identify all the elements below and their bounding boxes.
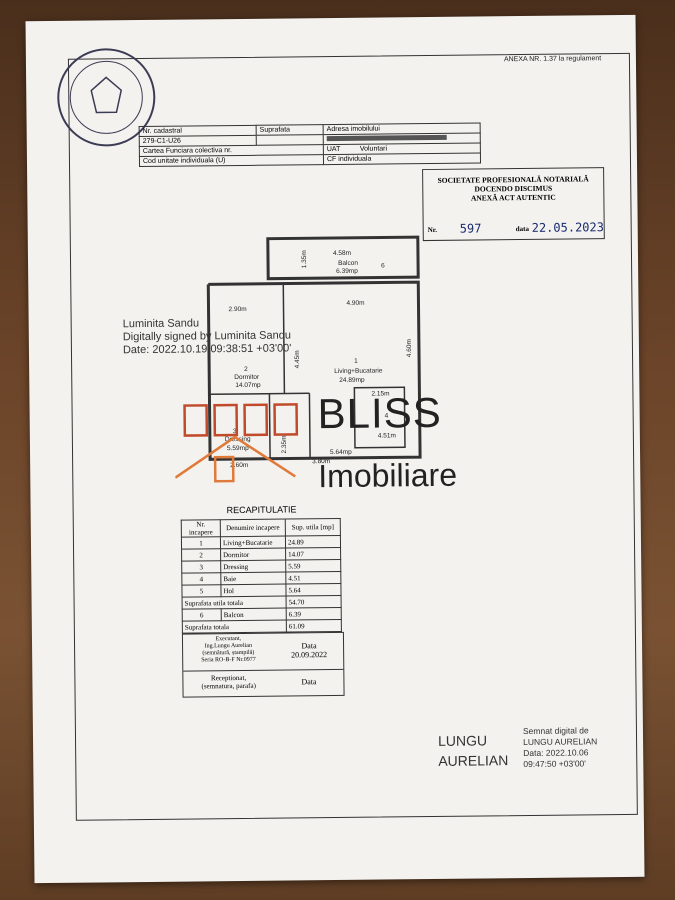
recap-val: 5.64 (285, 583, 342, 597)
recap-title: RECAPITULATIE (226, 504, 297, 516)
recap-nr: 2 (181, 548, 221, 562)
receptionat-data: Data (301, 677, 317, 687)
apartment-outline (206, 280, 422, 461)
sig1-date: Date: 2022.10.19 09:38:51 +03'00' (122, 342, 292, 357)
sig2-name1: LUNGU (437, 732, 488, 749)
recap-name: Living+Bucatarie (220, 536, 286, 549)
recap-nr: 4 (181, 572, 221, 586)
round-stamp-icon (57, 48, 156, 147)
digital-signature-2-name: LUNGU AURELIAN (438, 730, 508, 771)
document-page: ANEXA NR. 1.37 la regulament Nr. cadastr… (25, 14, 645, 884)
recap-balcon-val: 6.39 (286, 607, 342, 621)
balcony-outline (266, 235, 420, 281)
baie-area: 4.51m (378, 432, 396, 439)
uat-label: UAT (326, 145, 341, 154)
notary-data-label: data (515, 224, 529, 234)
watermark-brand: BLISS (317, 388, 442, 438)
balcon-num: 6 (381, 262, 385, 269)
uat-value: Voluntari (359, 145, 388, 153)
recap-total-label: Suprafata totala (182, 620, 287, 634)
hol-area: 5.64mp (330, 449, 352, 456)
recap-total-val: 61.09 (286, 619, 342, 633)
dress-num: 3 (233, 428, 237, 435)
bliss-logo-icon (174, 403, 299, 483)
dim-290: 2.90m (228, 306, 246, 313)
receptionat-semn: (semnatura, parafa) (201, 681, 256, 691)
recap-val: 14.07 (285, 547, 341, 561)
dim-235: 2.35m (281, 435, 288, 453)
dim-135: 1.35m (301, 250, 308, 268)
notary-nr-value: 597 (459, 221, 482, 236)
recap-val: 5.59 (285, 559, 341, 573)
living-area: 24.89mp (339, 377, 365, 384)
digital-signature-2-details: Semnat digital de LUNGU AURELIAN Data: 2… (523, 725, 598, 770)
dim-460: 4.60m (406, 339, 413, 357)
recap-val: 4.51 (285, 571, 341, 585)
recap-col2: Denumire incapere (220, 519, 286, 537)
digital-signature-1: Luminita Sandu Digitally signed by Lumin… (123, 316, 292, 357)
dim-380: 3.80m (312, 458, 330, 465)
surface-label: Suprafata (256, 124, 324, 136)
balcon-label: Balcon (338, 260, 358, 267)
baie-num: 4 (385, 412, 389, 419)
recap-name: Dormitor (220, 548, 286, 561)
recap-nr: 3 (181, 560, 221, 574)
table-row: Suprafata totala 61.09 (182, 619, 342, 634)
executant-box: Executant, Ing.Lungu Aurelian (semnătură… (181, 631, 345, 698)
recap-table: Nr. incapere Denumire incapere Sup. util… (181, 518, 342, 634)
recap-balcon-nr: 6 (182, 608, 222, 622)
recap-balcon-name: Balcon (221, 608, 287, 621)
dim-260: 2.60m (230, 462, 248, 469)
balcon-area: 6.39mp (336, 268, 358, 275)
recap-col1: Nr. incapere (181, 519, 221, 538)
dorm-num: 2 (244, 366, 248, 373)
recap-col3: Sup. utila [mp] (285, 518, 341, 537)
executant-data-label: Data (301, 641, 317, 651)
cadastral-table: Nr. cadastral Suprafata Adresa imobilulu… (139, 122, 481, 167)
notary-stamp-box: SOCIETATE PROFESIONALĂ NOTARIALĂ DOCENDO… (422, 167, 605, 242)
sig2-line1: Semnat digital de (522, 725, 589, 737)
recap-name: Baie (220, 572, 286, 585)
recap-name: Dressing (220, 560, 286, 573)
sig2-line2: LUNGU AURELIAN (523, 736, 598, 748)
executant-data-value: 20.09.2022 (291, 650, 328, 660)
floor-plan: 4.58m Balcon 6.39mp 6 1.35m 2.90m 4.90m … (206, 235, 422, 469)
sig2-name2: AURELIAN (438, 752, 509, 769)
cod-unitate-label: Cod unitate individuala (U) (139, 154, 324, 167)
sig2-line3: Data: 2022.10.06 (523, 747, 589, 759)
dorm-area: 14.07mp (235, 382, 261, 389)
executant-seria: Seria RO-B-F Nr.0977 (201, 656, 256, 664)
dress-area: 5.59mp (227, 445, 249, 452)
receptionat-info: Receptionat, (semnatura, parafa) (201, 674, 256, 691)
watermark-sub: Imobiliare (318, 456, 458, 495)
sig2-line4: 09:47:50 +03'00' (523, 758, 586, 770)
recap-nr: 5 (181, 584, 222, 598)
balcon-dim: 4.58m (333, 250, 351, 257)
notary-line3: ANEXĂ ACT AUTENTIC (470, 192, 556, 203)
dorm-label: Dormitor (234, 374, 260, 381)
recap-val: 24.89 (285, 535, 341, 549)
recap-name: Hol (220, 584, 287, 597)
recap-nr: 1 (181, 536, 221, 550)
living-label: Living+Bucatarie (334, 367, 383, 375)
dim-490: 4.90m (346, 300, 364, 307)
dim-445: 4.45m (294, 350, 301, 368)
cf-individual-label: CF individuala (323, 152, 481, 165)
executant-date: Data 20.09.2022 (291, 641, 327, 659)
notary-data-value: 22.05.2023 (531, 220, 605, 235)
recap-util-val: 54.70 (286, 595, 342, 609)
living-num: 1 (354, 358, 358, 365)
dim-215: 2.15m (371, 390, 389, 397)
executant-info: Executant, Ing.Lungu Aurelian (semnătură… (201, 636, 256, 665)
annex-text: ANEXA NR. 1.37 la regulament (503, 55, 602, 64)
recap-util-label: Suprafata utila totala (182, 596, 287, 610)
